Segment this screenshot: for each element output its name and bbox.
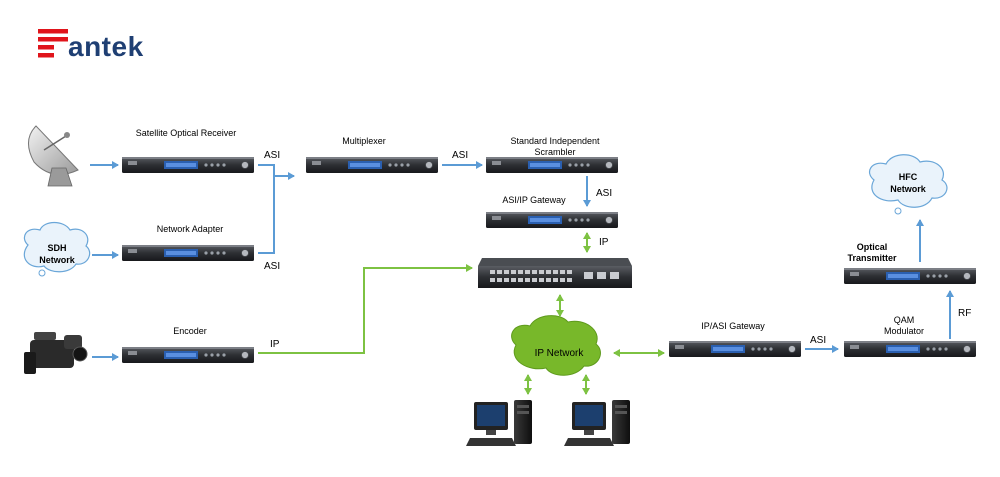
hfc-label-1: HFC [899, 172, 918, 182]
logo-text: antek [68, 31, 144, 62]
ip-label: IP [270, 339, 280, 350]
ip-asi-gateway-label: IP/ASI Gateway [701, 321, 765, 331]
network-adapter-device [121, 244, 255, 262]
arrow-receiver-to-multiplexer [258, 164, 295, 180]
sdh-label-2: Network [39, 255, 76, 265]
multiplexer-label: Multiplexer [342, 136, 386, 146]
antek-logo: antek [38, 29, 144, 62]
multiplexer-device [305, 156, 439, 174]
network-adapter-label: Network Adapter [157, 224, 224, 234]
arrow-encoder-to-switch [258, 264, 473, 354]
video-camera-icon [24, 332, 88, 374]
line-adapter-to-multiplexer [258, 176, 275, 254]
hfc-network-cloud: HFC Network [869, 154, 948, 215]
scrambler-label-2: Scrambler [534, 147, 575, 157]
scrambler-label-1: Standard Independent [510, 136, 600, 146]
sdh-network-cloud: SDH Network [23, 221, 91, 277]
optical-tx-label-2: Transmitter [847, 253, 897, 263]
desktop-computer-icon [466, 400, 532, 446]
satellite-receiver-device [121, 156, 255, 174]
asi-label: ASI [810, 335, 826, 346]
qam-modulator-device [843, 340, 977, 358]
ip-asi-gateway-device [668, 340, 802, 358]
qam-label-2: Modulator [884, 326, 924, 336]
optical-transmitter-device [843, 267, 977, 285]
asi-label: ASI [452, 150, 468, 161]
encoder-device [121, 346, 255, 364]
sdh-label-1: SDH [47, 243, 66, 253]
satellite-dish-icon [28, 125, 79, 187]
encoder-label: Encoder [173, 326, 207, 336]
ip-network-label: IP Network [535, 348, 585, 359]
scrambler-device [485, 156, 619, 174]
rf-label: RF [958, 308, 971, 319]
desktop-computer-icon [564, 400, 630, 446]
network-switch-icon [478, 258, 632, 288]
qam-label-1: QAM [894, 315, 915, 325]
ip-network-cloud: IP Network [511, 315, 601, 376]
asi-label: ASI [264, 261, 280, 272]
satellite-receiver-label: Satellite Optical Receiver [136, 128, 237, 138]
hfc-label-2: Network [890, 184, 927, 194]
optical-tx-label-1: Optical [857, 242, 888, 252]
ip-label: IP [599, 237, 609, 248]
logo-mark [38, 29, 68, 58]
asi-ip-gateway-device [485, 211, 619, 229]
asi-ip-gateway-label: ASI/IP Gateway [502, 195, 566, 205]
asi-label: ASI [596, 188, 612, 199]
asi-label: ASI [264, 150, 280, 161]
